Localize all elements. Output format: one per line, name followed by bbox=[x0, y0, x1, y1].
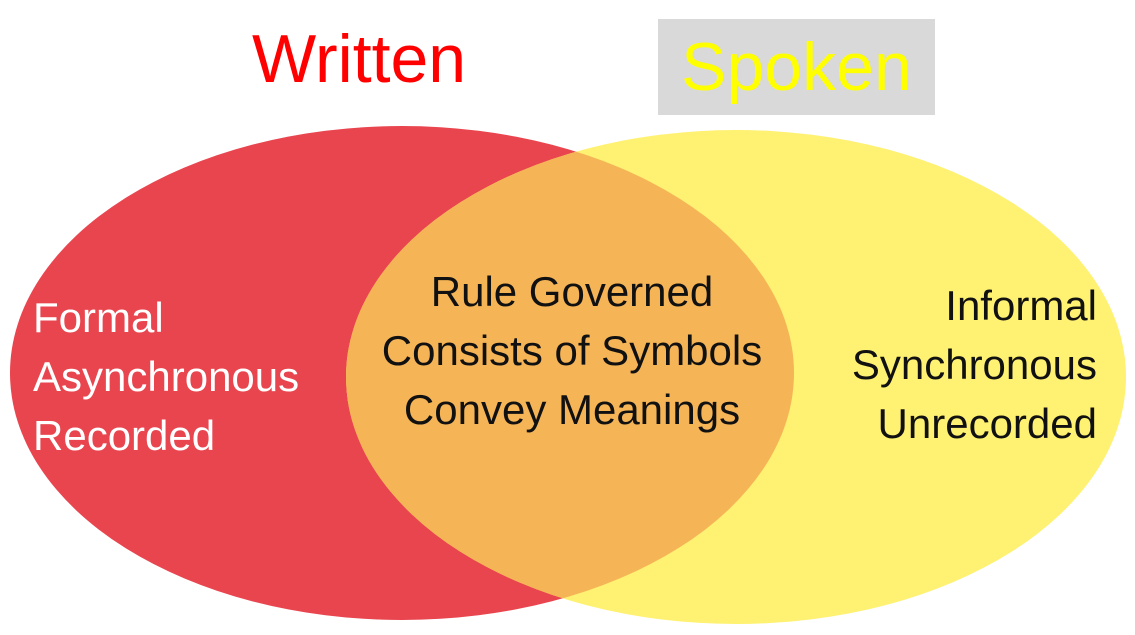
spoken-title: Spoken bbox=[681, 29, 912, 105]
written-item: Recorded bbox=[33, 412, 216, 459]
spoken-item: Unrecorded bbox=[877, 400, 1097, 447]
spoken-only-list: Informal Synchronous Unrecorded bbox=[852, 276, 1097, 453]
shared-traits-list: Rule Governed Consists of Symbols Convey… bbox=[352, 262, 792, 439]
shared-item: Consists of Symbols bbox=[381, 327, 763, 374]
spoken-item: Informal bbox=[945, 282, 1097, 329]
spoken-item: Synchronous bbox=[851, 341, 1097, 388]
overlap-region bbox=[346, 130, 794, 620]
written-item: Asynchronous bbox=[33, 353, 300, 400]
written-item: Formal bbox=[33, 294, 164, 341]
spoken-title-box: Spoken bbox=[658, 19, 935, 115]
written-only-list: Formal Asynchronous Recorded bbox=[33, 288, 299, 465]
written-title: Written bbox=[252, 21, 467, 97]
shared-item: Rule Governed bbox=[430, 268, 714, 315]
shared-item: Convey Meanings bbox=[403, 386, 741, 433]
